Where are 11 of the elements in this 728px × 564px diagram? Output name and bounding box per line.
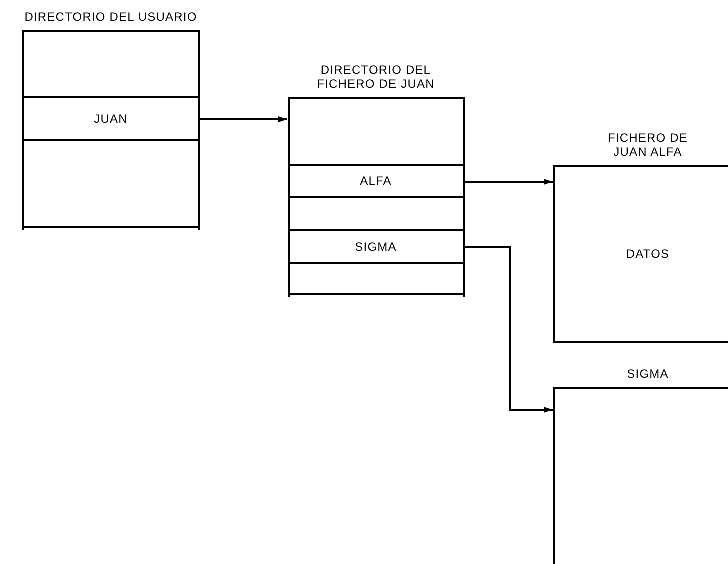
entry-label: SIGMA <box>355 238 397 256</box>
arrow <box>462 179 553 185</box>
content-label: DATOS <box>626 246 670 263</box>
table-heading: DIRECTORIO DEL FICHERO DE JUAN <box>316 63 436 93</box>
entry-label: ALFA <box>360 173 392 190</box>
arrow <box>198 116 288 122</box>
table-heading: SIGMA <box>627 367 669 383</box>
arrow <box>462 246 553 413</box>
table-heading: FICHERO DE JUAN ALFA <box>606 131 689 161</box>
entry-label: JUAN <box>94 110 128 128</box>
table-heading: DIRECTORIO DEL USUARIO <box>24 10 198 26</box>
